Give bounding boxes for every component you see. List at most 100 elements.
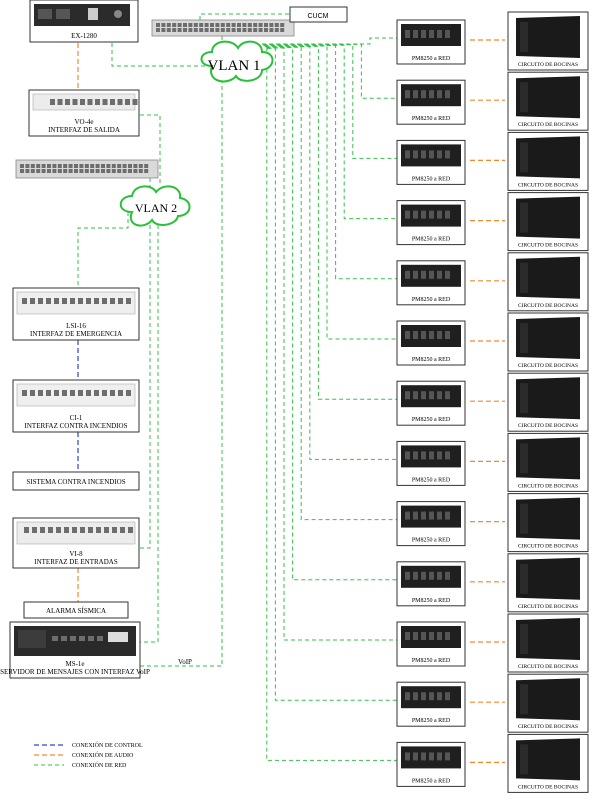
switch-1-port: [177, 28, 182, 32]
speaker-circuit-5[interactable]: CIRCUITO DE BOCINAS: [507, 252, 589, 312]
switch-2-port: [79, 164, 84, 168]
amplifier-knob: [421, 752, 426, 761]
amplifier-knob: [421, 331, 426, 339]
amplifier-8[interactable]: PM8250 a RED: [396, 440, 466, 486]
ms1e-device[interactable]: MS-1e SERVIDOR DE MENSAJES CON INTERFAZ …: [0, 621, 150, 679]
amplifier-knob: [405, 451, 410, 460]
ms1e-port: [61, 636, 67, 641]
lsi16-device[interactable]: LSI-16 INTERFAZ DE EMERGENCIA: [12, 287, 140, 341]
lsi16-port: [62, 298, 67, 304]
amplifier-label: PM8250 a RED: [412, 176, 451, 182]
link-vlan2-lsi16: [77, 212, 129, 288]
switch-2-port: [52, 164, 57, 168]
speaker-circuit-11[interactable]: CIRCUITO DE BOCINAS: [507, 613, 589, 673]
amplifier-knob: [413, 632, 418, 640]
amplifier-knob: [421, 451, 426, 460]
vlan2-cloud[interactable]: VLAN 2: [119, 185, 191, 227]
switch-2-port: [41, 164, 46, 168]
vo4e-port: [125, 99, 130, 105]
vlan1-label: VLAN 1: [208, 58, 261, 74]
vi8-port: [32, 527, 37, 533]
switch-2-port: [138, 164, 143, 168]
vlan1-cloud[interactable]: VLAN 1: [200, 40, 274, 83]
switch-1-ports: [156, 23, 285, 32]
amplifier-10[interactable]: PM8250 a RED: [396, 561, 466, 607]
speaker-circuit-9[interactable]: CIRCUITO DE BOCINAS: [507, 493, 589, 553]
speaker-grill: [520, 563, 528, 594]
vo4e-port: [95, 99, 100, 105]
vo4e-port: [50, 99, 55, 105]
speaker-image: [516, 497, 580, 540]
speaker-circuit-7[interactable]: CIRCUITO DE BOCINAS: [507, 372, 589, 432]
ci1-device[interactable]: CI-1 INTERFAZ CONTRA INCENDIOS: [12, 379, 140, 433]
vi8-device[interactable]: VI-8 INTERFAZ DE ENTRADAS: [12, 517, 140, 569]
speaker-image: [516, 377, 580, 420]
amplifier-3[interactable]: PM8250 a RED: [396, 139, 466, 185]
speaker-circuit-3[interactable]: CIRCUITO DE BOCINAS: [507, 131, 589, 191]
switch-1-port: [210, 23, 214, 27]
ci1-port: [94, 390, 99, 396]
switch-2-port: [138, 169, 143, 173]
speaker-circuit-6[interactable]: CIRCUITO DE BOCINAS: [507, 312, 589, 372]
amplifier-column: PM8250 a RED PM8250 a RED PM8250 a RED PM82…: [396, 19, 505, 787]
cucm-box[interactable]: CUCM: [289, 6, 348, 23]
amplifier-2[interactable]: PM8250 a RED: [396, 79, 466, 125]
switch-1-port: [166, 23, 171, 27]
speaker-circuit-8[interactable]: CIRCUITO DE BOCINAS: [507, 432, 589, 492]
amplifier-knob: [429, 511, 434, 520]
amplifier-6[interactable]: PM8250 a RED: [396, 320, 466, 366]
amplifier-12[interactable]: PM8250 a RED: [396, 681, 466, 727]
amplifier-7[interactable]: PM8250 a RED: [396, 380, 466, 426]
amplifier-knob: [405, 632, 410, 640]
lsi16-port: [126, 298, 131, 304]
amplifier-knob: [437, 210, 442, 219]
amplifier-label: PM8250 a RED: [412, 237, 451, 243]
amplifier-1[interactable]: PM8250 a RED: [396, 19, 466, 65]
legend-control-label: CONEXIÓN DE CONTROL: [72, 741, 143, 749]
switch-1-port: [156, 28, 160, 32]
amplifier-11[interactable]: PM8250 a RED: [396, 621, 466, 667]
lsi16-ports: [22, 298, 131, 304]
amplifier-5[interactable]: PM8250 a RED: [396, 260, 466, 306]
switch-1-port: [237, 23, 241, 27]
speaker-image: [516, 557, 580, 600]
amplifier-9[interactable]: PM8250 a RED: [396, 501, 466, 547]
seismic-label: ALARMA SÍSMICA: [46, 607, 106, 615]
vi8-port: [64, 527, 69, 533]
amplifier-4[interactable]: PM8250 a RED: [396, 200, 466, 246]
vi8-port: [104, 527, 109, 533]
speaker-circuit-12[interactable]: CIRCUITO DE BOCINAS: [507, 673, 589, 733]
amplifier-label: PM8250 a RED: [412, 297, 451, 303]
amplifier-knob: [429, 331, 434, 339]
speaker-grill: [520, 262, 528, 293]
speaker-image: [516, 16, 580, 58]
amplifier-knob: [421, 150, 426, 159]
amplifier-knob: [405, 30, 410, 38]
amplifier-knob: [445, 752, 450, 761]
amplifier-knob: [437, 511, 442, 520]
network-switch-2[interactable]: [15, 159, 159, 179]
speaker-circuit-10[interactable]: CIRCUITO DE BOCINAS: [507, 553, 589, 613]
lsi16-model: LSI-16: [66, 322, 86, 330]
amplifier-knob: [445, 210, 450, 219]
ex1280-device[interactable]: EX-1280: [29, 0, 139, 43]
speaker-circuit-4[interactable]: CIRCUITO DE BOCINAS: [507, 192, 589, 252]
speaker-circuit-1[interactable]: CIRCUITO DE BOCINAS: [507, 11, 589, 71]
link-ex1280-vlan1: [111, 43, 205, 67]
seismic-alarm-box[interactable]: ALARMA SÍSMICA: [23, 601, 129, 619]
amplifier-13[interactable]: PM8250 a RED: [396, 741, 466, 787]
switch-1-port: [237, 28, 241, 32]
switch-2-port: [122, 169, 127, 173]
speaker-circuit-13[interactable]: CIRCUITO DE BOCINAS: [507, 733, 589, 793]
switch-2-port: [36, 169, 41, 173]
switch-1-port: [258, 28, 263, 32]
switch-2-port: [128, 169, 132, 173]
network-switch-1[interactable]: [151, 19, 295, 37]
fire-system-box[interactable]: SISTEMA CONTRA INCENDIOS: [12, 471, 140, 491]
speaker-label: CIRCUITO DE BOCINAS: [518, 303, 578, 309]
vi8-port: [24, 527, 29, 533]
vo4e-device[interactable]: VO-4e INTERFAZ DE SALIDA: [28, 89, 140, 137]
speaker-circuit-2[interactable]: CIRCUITO DE BOCINAS: [507, 71, 589, 131]
speaker-grill: [520, 443, 528, 474]
